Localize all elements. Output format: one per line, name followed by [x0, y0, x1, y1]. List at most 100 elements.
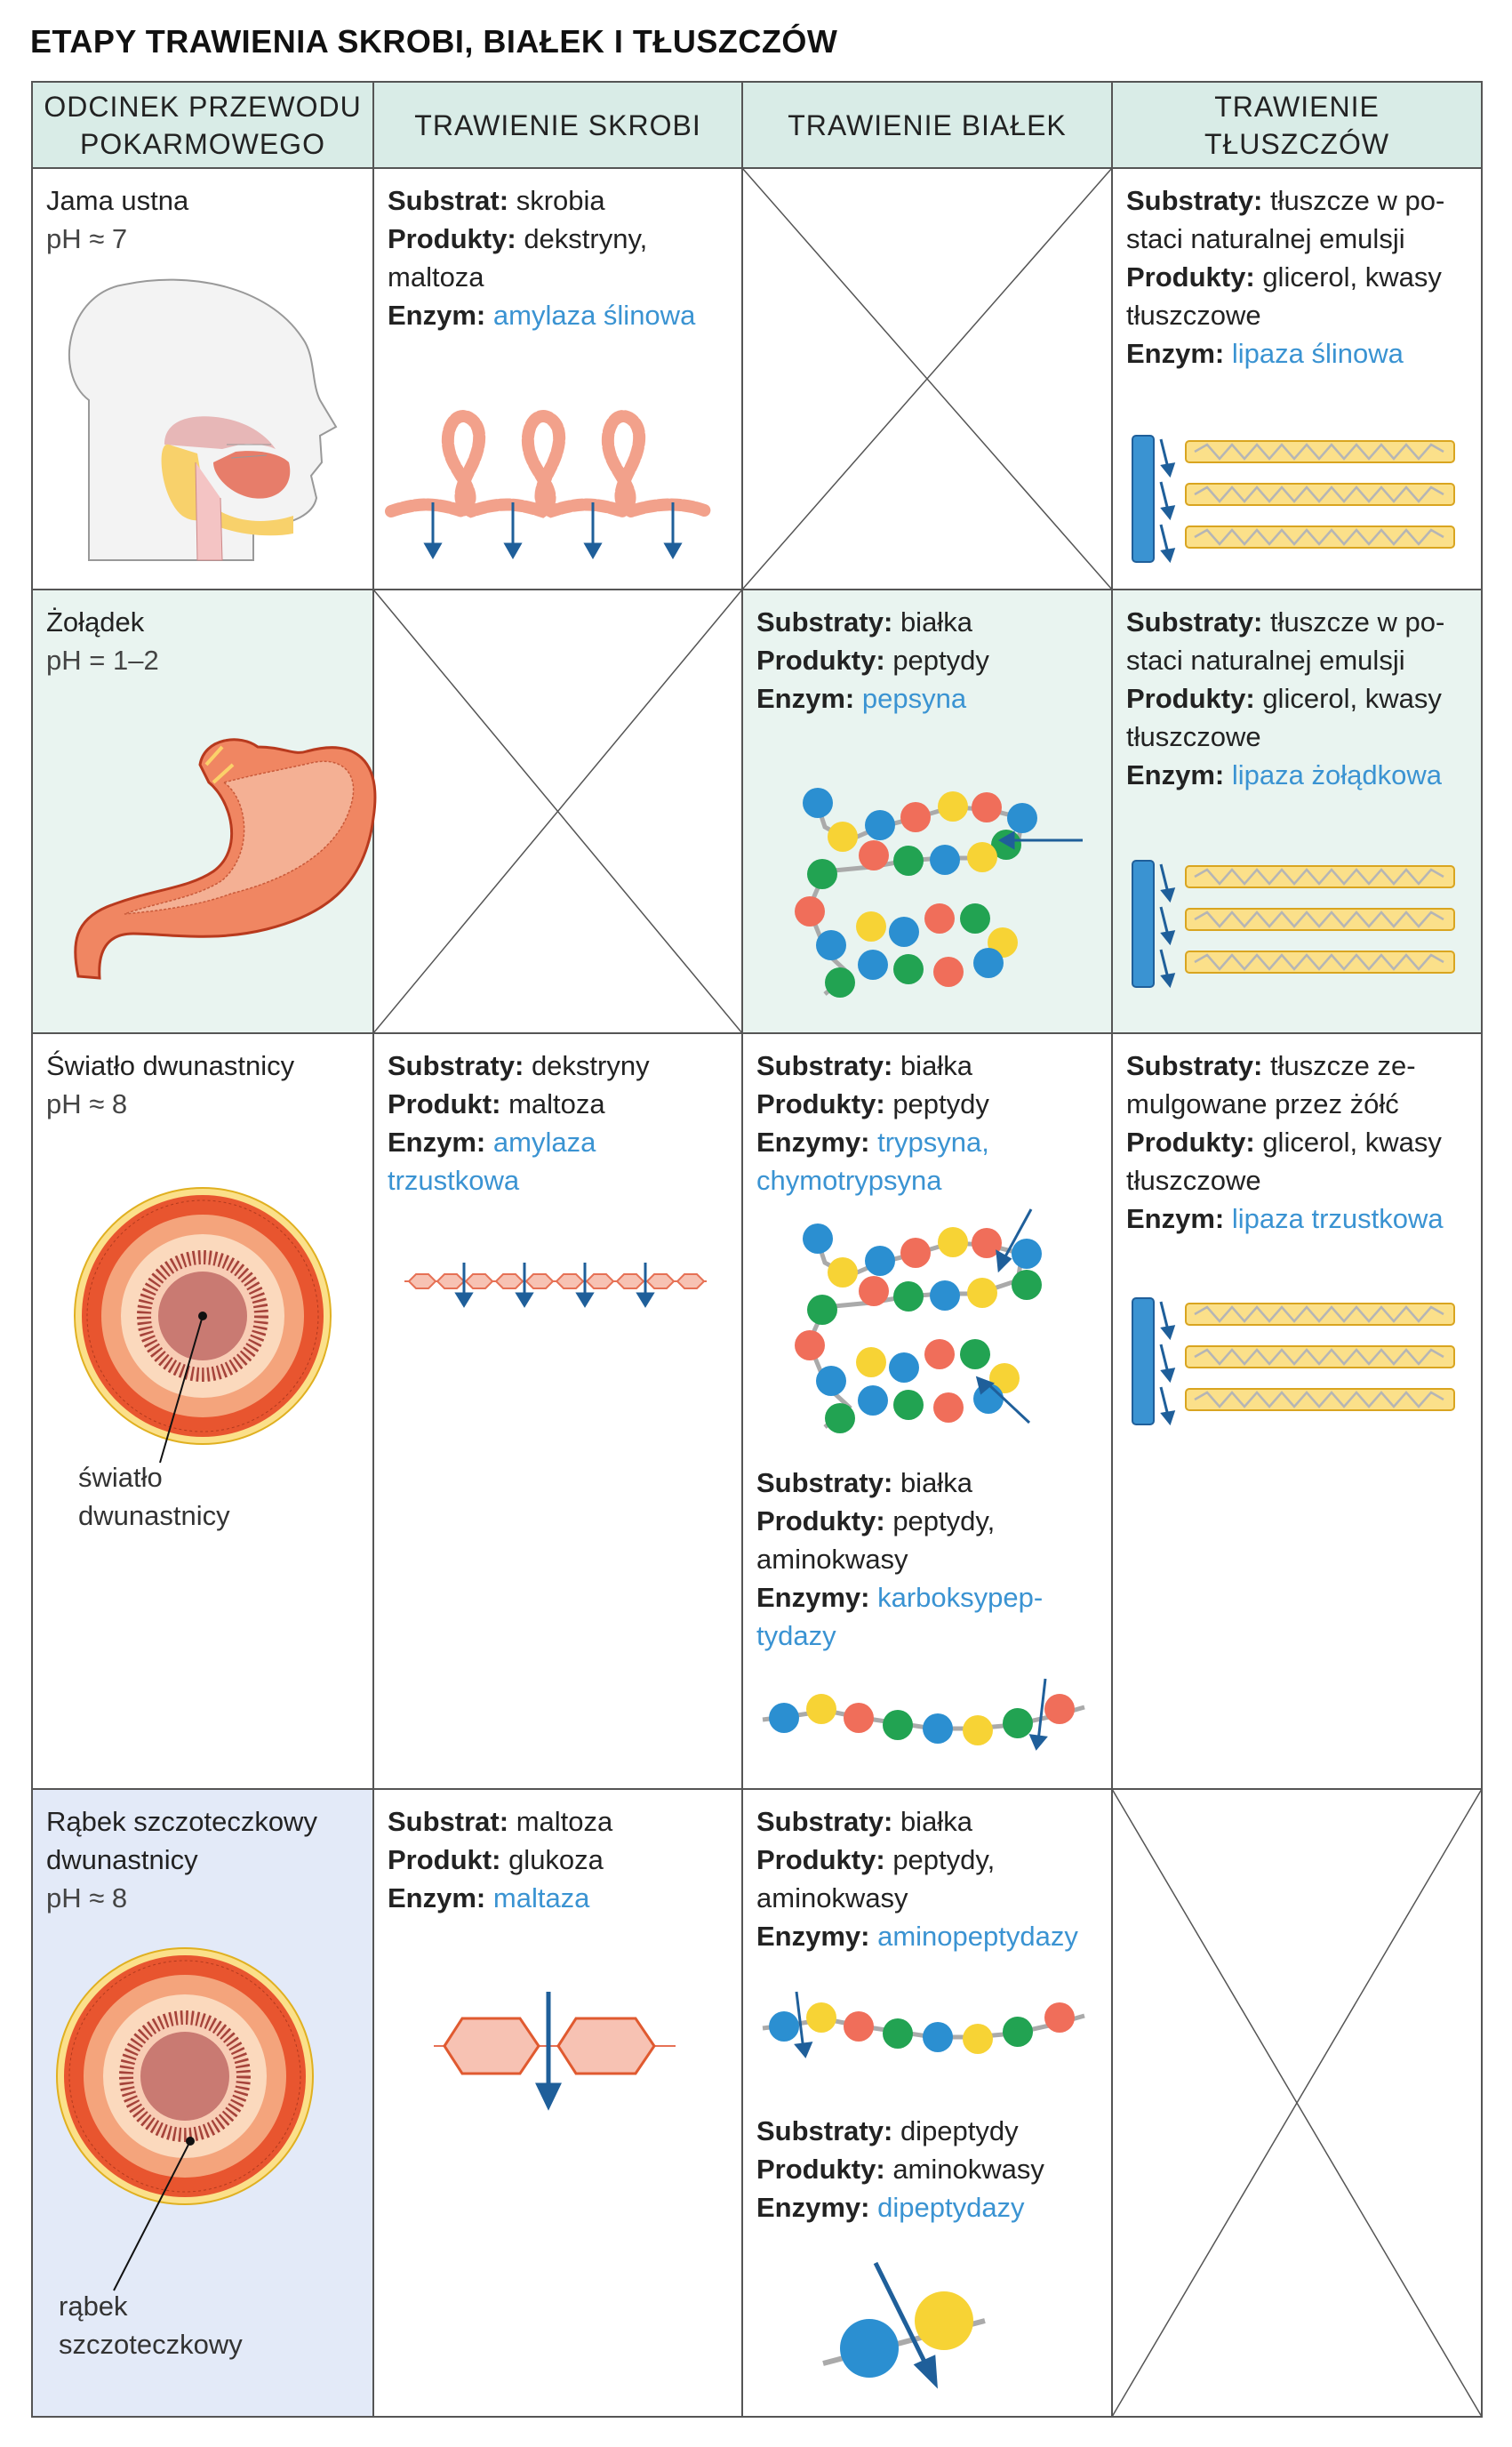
label-substrate: Substrat:	[388, 185, 509, 216]
head-illustration	[68, 278, 338, 561]
brush-starch-enzyme: maltaza	[492, 1882, 590, 1913]
stomach-fat-products-2: tłuszczowe	[1126, 721, 1261, 752]
duodenum-protein2-enzyme-1: karboksypep-	[877, 1582, 1044, 1613]
row-brush-ph: pH ≈ 8	[46, 1882, 128, 1913]
mouth-fat-products-1: glicerol, kwasy	[1262, 261, 1442, 293]
label-substrates: Substraty:	[756, 2115, 893, 2146]
stomach-fat-substrate-1: tłuszcze w po-	[1269, 606, 1445, 638]
row-duodenum-name: Światło dwunastnicy	[46, 1050, 295, 1081]
mouth-fat-substrate-1: tłuszcze w po-	[1269, 185, 1445, 216]
maltose-figure	[434, 1992, 676, 2111]
label-products: Produkty:	[756, 645, 885, 676]
duodenum-protein-substrate: białka	[900, 1050, 972, 1081]
stomach-protein-products: peptydy	[892, 645, 989, 676]
row-mouth-ph: pH ≈ 7	[46, 223, 128, 254]
protein-chain-amino	[762, 1991, 1085, 2058]
starch-chain-duodenum	[404, 1263, 707, 1308]
label-products: Produkty:	[756, 2154, 885, 2185]
starch-chain-mouth	[385, 410, 713, 518]
row-brush-protein-2: Substraty: dipeptydy Produkty: aminokwas…	[742, 2103, 1112, 2235]
protein-chain-duodenum	[795, 1208, 1042, 1433]
stomach-fat-enzyme: lipaza żołądkowa	[1231, 759, 1442, 790]
mouth-starch-substrate: skrobia	[516, 185, 605, 216]
row-stomach-name: Żołądek	[46, 606, 145, 638]
protein-chain-carboxy	[762, 1678, 1085, 1751]
label-substrates: Substraty:	[756, 1806, 893, 1837]
page-title: ETAPY TRAWIENIA SKROBI, BIAŁEK I TŁUSZCZ…	[30, 23, 838, 60]
label-products: Produkty:	[1126, 683, 1255, 714]
duodenum-lumen-label-2: dwunastnicy	[78, 1500, 230, 1531]
label-substrates: Substraty:	[1126, 606, 1263, 638]
brush-protein-products-2: aminokwasy	[756, 1882, 908, 1913]
label-enzyme: Enzym:	[388, 1882, 486, 1913]
mouth-fat-substrate-2: staci naturalnej emulsji	[1126, 223, 1405, 254]
label-substrates: Substraty:	[388, 1050, 524, 1081]
brush-starch-product: glukoza	[508, 1844, 604, 1875]
label-product: Produkt:	[388, 1844, 501, 1875]
row-mouth-section: Jama ustna pH ≈ 7	[32, 172, 373, 267]
row-stomach-ph: pH = 1–2	[46, 645, 159, 676]
duodenum-protein2-substrate: białka	[900, 1467, 972, 1498]
label-enzyme: Enzym:	[1126, 759, 1225, 790]
row-mouth-starch: Substrat: skrobia Produkty: dekstryny, m…	[373, 172, 742, 343]
duodenum-fat-products-2: tłuszczowe	[1126, 1165, 1261, 1196]
brush-starch-substrate: maltoza	[516, 1806, 613, 1837]
row-duodenum-fat: Substraty: tłuszcze ze- mulgowane przez …	[1112, 1038, 1482, 1247]
header-section-line1: ODCINEK PRZEWODU	[44, 90, 362, 123]
label-enzyme: Enzym:	[1126, 1203, 1225, 1234]
brush-border-label: rąbek szczoteczkowy	[59, 2287, 243, 2363]
header-fat-line1: TRAWIENIE	[1214, 90, 1380, 123]
row-duodenum-protein-2: Substraty: białka Produkty: peptydy, ami…	[742, 1455, 1112, 1664]
row-duodenum-section: Światło dwunastnicy pH ≈ 8	[32, 1038, 373, 1132]
label-products: Produkty:	[756, 1844, 885, 1875]
label-substrates: Substraty:	[756, 1467, 893, 1498]
row-mouth-name: Jama ustna	[46, 185, 189, 216]
row-stomach-protein: Substraty: białka Produkty: peptydy Enzy…	[742, 594, 1112, 726]
row-duodenum-ph: pH ≈ 8	[46, 1088, 128, 1119]
duodenum-lumen-label-1: światło	[78, 1462, 163, 1493]
label-enzymes: Enzymy:	[756, 2192, 870, 2223]
duodenum-lumen-label: światło dwunastnicy	[78, 1458, 230, 1535]
stomach-fat-substrate-2: staci naturalnej emulsji	[1126, 645, 1405, 676]
brush-protein2-products: aminokwasy	[892, 2154, 1044, 2185]
brush-protein2-enzyme: dipeptydazy	[877, 2192, 1025, 2223]
label-substrates: Substraty:	[756, 606, 893, 638]
row-duodenum-protein: Substraty: białka Produkty: peptydy Enzy…	[742, 1038, 1112, 1208]
stomach-fat-products-1: glicerol, kwasy	[1262, 683, 1442, 714]
header-starch: TRAWIENIE SKROBI	[414, 108, 701, 141]
duodenum-protein2-enzyme-2: tydazy	[756, 1620, 836, 1651]
fat-figure-mouth	[1131, 434, 1456, 564]
mouth-fat-products-2: tłuszczowe	[1126, 300, 1261, 331]
label-substrates: Substraty:	[1126, 1050, 1263, 1081]
label-products: Produkty:	[1126, 261, 1255, 293]
duodenum-protein-enzyme-2: chymotrypsyna	[756, 1165, 942, 1196]
row-brush-protein: Substraty: białka Produkty: peptydy, ami…	[742, 1793, 1112, 1964]
duodenum-fat-enzyme: lipaza trzustkowa	[1231, 1203, 1444, 1234]
label-enzyme: Enzym:	[1126, 338, 1225, 369]
header-protein: TRAWIENIE BIAŁEK	[788, 108, 1067, 141]
row-mouth-fat: Substraty: tłuszcze w po- staci naturaln…	[1112, 172, 1482, 381]
brush-border-label-2: szczoteczkowy	[59, 2329, 243, 2360]
duodenum-starch-enzyme-1: amylaza	[492, 1127, 596, 1158]
label-enzymes: Enzymy:	[756, 1127, 870, 1158]
label-enzyme: Enzym:	[388, 1127, 486, 1158]
duodenum-starch-enzyme-2: trzustkowa	[388, 1165, 520, 1196]
mouth-starch-enzyme: amylaza ślinowa	[492, 300, 696, 331]
row-brush-name-2: dwunastnicy	[46, 1844, 198, 1875]
label-enzymes: Enzymy:	[756, 1921, 870, 1952]
brush-border-label-1: rąbek	[59, 2291, 128, 2322]
label-products: Produkty:	[756, 1088, 885, 1119]
row-stomach-fat: Substraty: tłuszcze w po- staci naturaln…	[1112, 594, 1482, 803]
brush-protein2-substrate: dipeptydy	[900, 2115, 1019, 2146]
row-stomach-section: Żołądek pH = 1–2	[32, 594, 373, 688]
label-product: Produkt:	[388, 1088, 501, 1119]
stomach-protein-substrate: białka	[900, 606, 972, 638]
row-duodenum-starch: Substraty: dekstryny Produkt: maltoza En…	[373, 1038, 742, 1208]
duodenum-protein-products: peptydy	[892, 1088, 989, 1119]
brush-protein-enzyme: aminopeptydazy	[877, 1921, 1078, 1952]
label-substrate: Substrat:	[388, 1806, 509, 1837]
row-brush-name-1: Rąbek szczoteczkowy	[46, 1806, 317, 1837]
